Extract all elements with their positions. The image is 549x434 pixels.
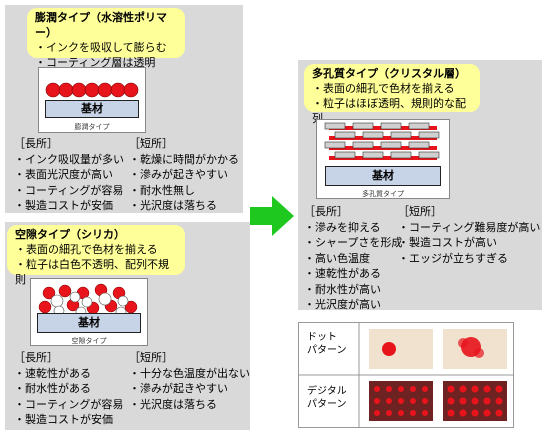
ink-droplets-layer — [45, 82, 139, 98]
substrate-block: 基材 — [325, 166, 441, 186]
void-point-1: ・表面の細孔で色材を揃える — [15, 243, 158, 256]
digital-pattern-label: デジタル パターン — [307, 386, 347, 410]
void-cons: ［短所］ ・十分な色温度が出ない ・滲みが起きやすい ・光沢度は落ちる — [129, 351, 250, 411]
substrate-block: 基材 — [37, 313, 141, 333]
porous-illustration: 基材 多孔質タイプ — [316, 119, 450, 199]
porous-caption: 多孔質タイプ — [362, 190, 404, 198]
porous-point-2: ・粒子はほぼ透明、規則的な配列 — [312, 97, 466, 125]
porous-title: 多孔質タイプ（クリスタル層） — [312, 67, 466, 80]
void-illustration: 基材 空隙タイプ — [30, 278, 148, 346]
void-pros: ［長所］ ・速乾性がある ・耐水性がある ・コーティングが容易 ・製造コストが安… — [14, 351, 124, 426]
void-type-panel: 空隙タイプ（シリカ） ・表面の細孔で色材を揃える ・粒子は白色不透明、配列不規則… — [5, 222, 250, 430]
dot-sample-sharp — [382, 342, 396, 356]
void-point-2: ・粒子は白色不透明、配列不規則 — [15, 258, 169, 286]
swelling-callout: 膨潤タイプ（水溶性ポリマー） ・インクを吸収して膨らむ ・コーティング層は透明 — [27, 8, 185, 69]
void-title: 空隙タイプ（シリカ） — [15, 228, 125, 241]
print-samples-panel: ドット パターン デジタル パターン — [298, 322, 514, 428]
swelling-caption: 膨潤タイプ — [74, 123, 110, 131]
porous-callout: 多孔質タイプ（クリスタル層） ・表面の細孔で色材を揃える ・粒子はほぼ透明、規則… — [304, 64, 480, 125]
substrate-block: 基材 — [45, 100, 139, 118]
swelling-illustration: 基材 膨潤タイプ — [38, 67, 146, 133]
crystal-layer — [324, 122, 440, 160]
void-callout: 空隙タイプ（シリカ） ・表面の細孔で色材を揃える ・粒子は白色不透明、配列不規則 — [7, 225, 185, 286]
swelling-point-2: ・コーティング層は透明 — [35, 56, 156, 69]
void-caption: 空隙タイプ — [71, 337, 107, 345]
swelling-cons: ［短所］ ・乾燥に時間がかかる ・滲みが起きやすい ・耐水性無し ・光沢度は落ち… — [129, 137, 239, 212]
sample-photos — [299, 323, 513, 427]
porous-type-panel: 多孔質タイプ（クリスタル層） ・表面の細孔で色材を揃える ・粒子はほぼ透明、規則… — [298, 60, 542, 311]
swelling-title: 膨潤タイプ（水溶性ポリマー） — [35, 11, 167, 39]
porous-cons: ［短所］ ・コーティング難易度が高い ・製造コストが高い ・エッジが立ちすぎる — [398, 205, 541, 265]
swelling-type-panel: 膨潤タイプ（水溶性ポリマー） ・インクを吸収して膨らむ ・コーティング層は透明 … — [5, 5, 243, 213]
silica-particles-layer — [38, 283, 138, 317]
dot-pattern-label: ドット パターン — [307, 332, 347, 356]
porous-point-1: ・表面の細孔で色材を揃える — [312, 82, 455, 95]
right-arrow-icon — [250, 196, 294, 236]
swelling-pros: ［長所］ ・インク吸収量が多い ・表面光沢度が高い ・コーティングが容易 ・製造… — [14, 137, 124, 212]
porous-pros: ［長所］ ・滲みを抑える ・シャープさを形成 ・高い色温度 ・速乾性がある ・耐… — [304, 205, 403, 311]
swelling-point-1: ・インクを吸収して膨らむ — [35, 41, 167, 54]
